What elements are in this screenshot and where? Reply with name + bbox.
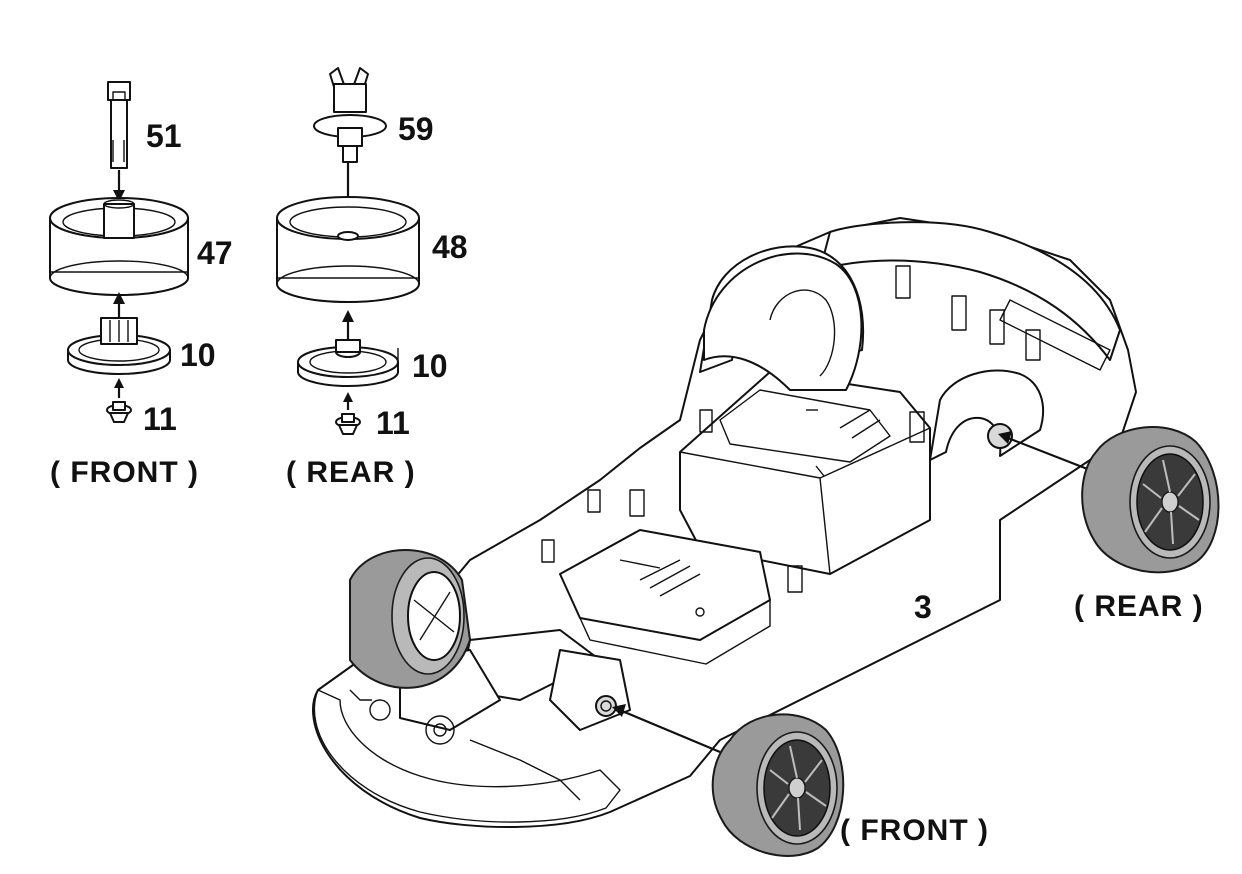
chassis-part-number: 3: [914, 589, 932, 625]
chassis-body: [312, 217, 1137, 828]
loose-front-wheel: [612, 704, 845, 857]
rear-wheel-number: 48: [432, 229, 468, 265]
rear-nut-arrow: [343, 392, 353, 402]
rear-assembly-caption: ( REAR ): [286, 456, 416, 489]
front-axle-number: 51: [146, 118, 182, 154]
front-wheel-number: 47: [197, 235, 233, 271]
loose-rear-wheel: [998, 426, 1220, 574]
front-hub-number: 10: [180, 337, 216, 373]
chassis-front-left-wheel: [349, 549, 472, 689]
rear-wheel-part: [276, 196, 420, 303]
rear-axle-number: 59: [398, 111, 434, 147]
rear-axle-part: [313, 67, 387, 163]
rear-wheel-assembly: 59 48 10 11: [276, 67, 468, 489]
front-wheel-part: [49, 197, 189, 296]
rear-nut-number: 11: [376, 405, 410, 441]
front-assembly-caption: ( FRONT ): [50, 456, 199, 489]
rear-wheel-mount-arrow: [1007, 436, 1091, 472]
front-nut-part: [106, 401, 132, 423]
front-hub-part: [67, 317, 171, 375]
rear-hub-part: [297, 339, 399, 387]
chassis-rear-label: ( REAR ): [1074, 590, 1204, 623]
front-axle-part: [107, 81, 131, 169]
front-nut-arrow: [114, 378, 124, 388]
front-wheel-assembly: 51 47 10: [49, 81, 233, 489]
chassis-rear-left-wheel: [703, 252, 863, 391]
rear-hub-number: 10: [412, 348, 448, 384]
chassis-front-label: ( FRONT ): [840, 814, 989, 847]
rear-nut-part: [335, 413, 361, 435]
front-nut-number: 11: [143, 401, 177, 437]
front-wheel-mount-arrow: [621, 709, 721, 754]
